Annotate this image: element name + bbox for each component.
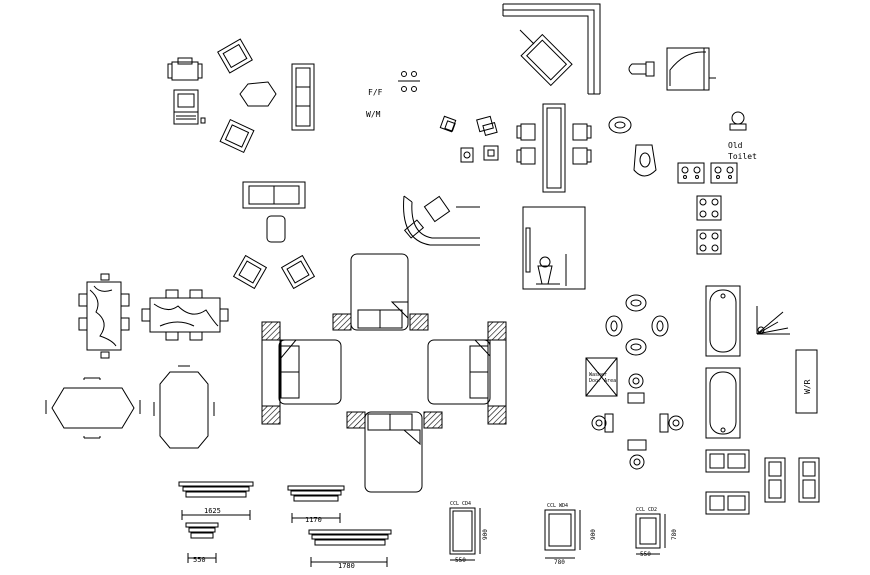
cabinet-cd4	[449, 507, 481, 561]
single-sinks	[764, 457, 820, 503]
cabinet-wd4	[544, 509, 581, 559]
corner-desk-with-chair	[403, 195, 480, 246]
hob-pair-top	[677, 162, 738, 184]
armchair-top	[217, 38, 253, 74]
dim-550: 550	[193, 556, 206, 564]
double-sink-top	[705, 449, 750, 473]
wr-cabinet	[795, 349, 818, 414]
cabinet-wd4-width: 780	[554, 559, 565, 566]
oval-table-horizontal	[45, 377, 141, 439]
label-old-toilet-2: Toilet	[728, 152, 757, 161]
small-chairs-cluster	[439, 115, 499, 163]
label-washer-2: Door Area	[589, 378, 616, 384]
bathroom-plan-box	[522, 206, 586, 290]
bench-1625	[178, 481, 254, 520]
label-wr: W/R	[803, 379, 812, 394]
oval-table-vertical	[153, 365, 215, 449]
office-chair	[167, 57, 203, 81]
bed-right	[427, 321, 507, 425]
corner-cabinet	[502, 3, 601, 95]
bed-bottom	[346, 411, 443, 493]
bench-1780	[308, 529, 392, 567]
armchair-pair	[232, 254, 316, 290]
toilets-cluster	[591, 373, 684, 470]
bed-top	[332, 253, 429, 331]
coffee-table-hexagon	[239, 81, 277, 107]
sofa-three-seater	[291, 63, 315, 131]
dim-1170: 1170	[305, 516, 322, 524]
armchair-bottom	[219, 118, 255, 154]
label-ff: F/F	[368, 88, 383, 97]
cabinet-cd4-width: 550	[455, 557, 466, 564]
sofa-two-seater	[242, 181, 306, 209]
old-toilet-icon	[729, 111, 747, 131]
double-sink-bottom	[705, 491, 750, 515]
bathtub-top	[705, 285, 741, 357]
cabinet-cd2-name: CCL CD2	[636, 507, 657, 513]
label-wm: W/M	[366, 110, 381, 119]
hob-pair-vertical	[696, 195, 722, 255]
basins-cluster	[605, 294, 669, 356]
cabinet-cd2-height: 780	[671, 529, 678, 540]
cabinet-wd4-height: 900	[590, 529, 597, 540]
bed-left	[261, 321, 342, 425]
washer-box	[585, 357, 618, 397]
toilet-bowl	[633, 144, 657, 177]
toilet-small-top	[628, 61, 655, 77]
label-old-toilet-1: Old	[728, 141, 743, 150]
stove-icon	[398, 71, 420, 92]
label-washer-1: Washer	[589, 372, 607, 378]
cabinet-cd2	[635, 513, 666, 555]
basin-round	[608, 116, 632, 134]
cabinet-cd4-height: 900	[482, 529, 489, 540]
cabinet-cd4-name: CCL CD4	[450, 501, 471, 507]
bathtub-bottom	[705, 367, 741, 439]
bench-1170	[287, 485, 345, 523]
side-table	[266, 215, 286, 243]
dining-table-six-chairs	[516, 103, 592, 193]
computer-desk	[173, 89, 206, 125]
shower-corner	[756, 306, 790, 335]
cabinet-wd4-name: CCL WD4	[547, 503, 568, 509]
dining-table-wood-vertical	[78, 273, 130, 359]
dim-1625: 1625	[204, 507, 221, 515]
cabinet-cd2-width: 550	[640, 551, 651, 558]
shower-tray	[666, 47, 716, 91]
dining-table-wood-horizontal	[141, 289, 229, 341]
bench-550	[185, 522, 219, 563]
dim-1780: 1780	[338, 562, 355, 570]
